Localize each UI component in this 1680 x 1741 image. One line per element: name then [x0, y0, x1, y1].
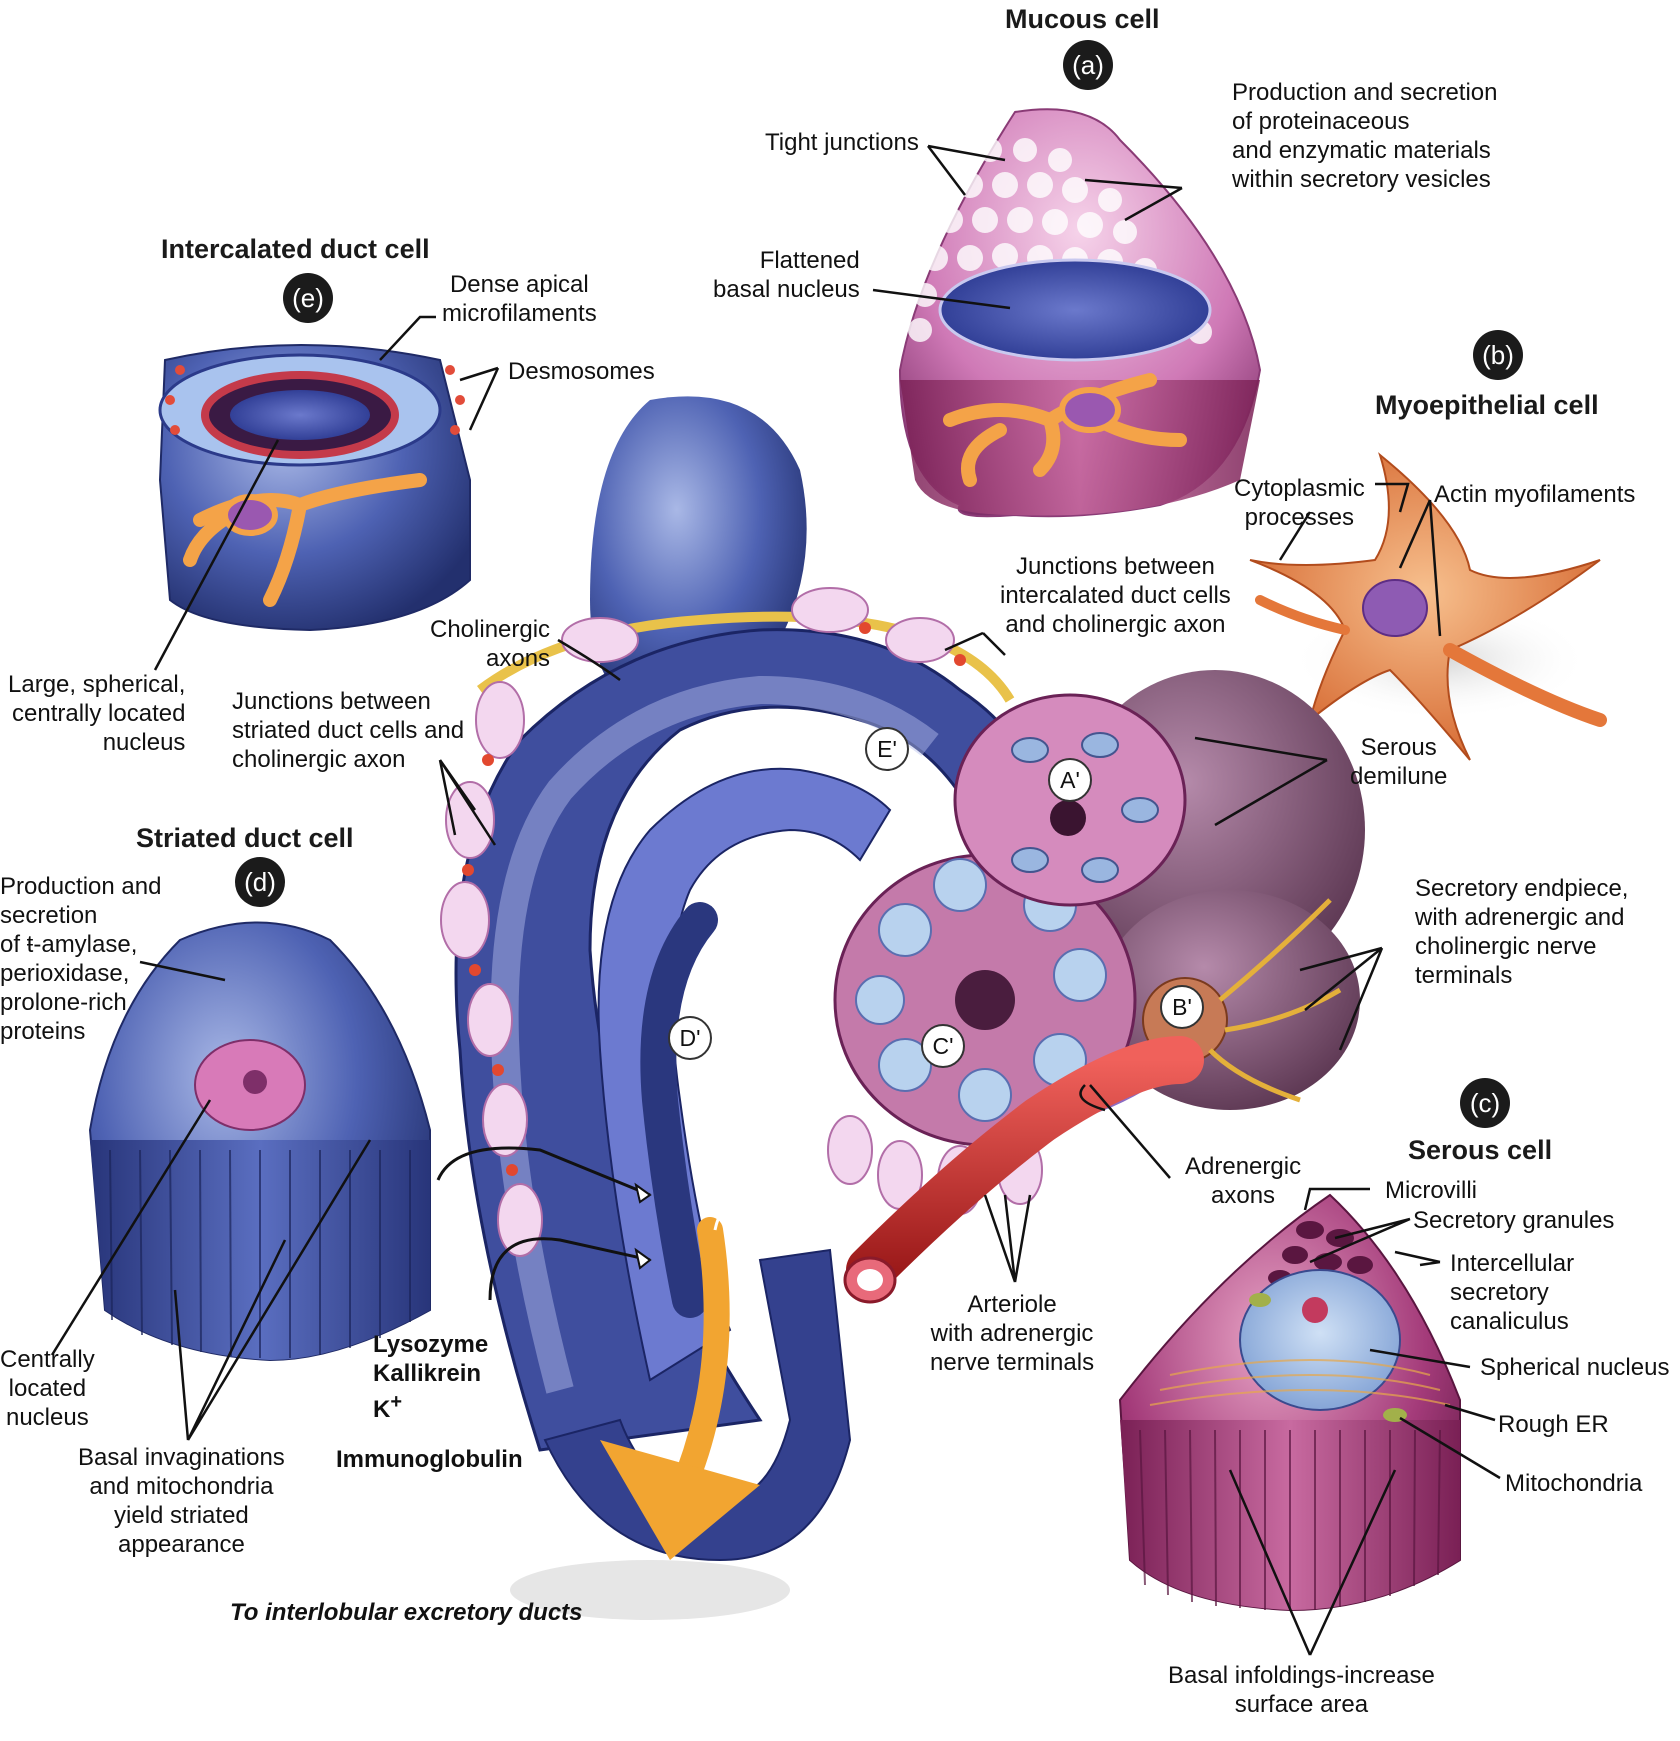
label-dense-apical: Dense apical microfilaments — [442, 271, 597, 327]
marker-a-prime: A' — [1048, 758, 1092, 802]
label-na-text: Na — [744, 1173, 775, 1200]
label-cholinergic-axons: Cholinergic axons — [430, 616, 551, 672]
label-desmosomes: Desmosomes — [508, 358, 655, 385]
leader-lines — [50, 144, 1501, 1656]
label-centrally-located: Centrally located nucleus — [0, 1346, 95, 1431]
mucous-flattened-nucleus — [938, 258, 1212, 362]
badge-e: (e) — [283, 273, 333, 323]
intercalated-duct-cell-illustration — [158, 344, 471, 632]
marker-d-prime: D' — [668, 1016, 712, 1060]
label-cl-superscript: - — [768, 1202, 773, 1219]
label-basal-infoldings: Basal infoldings-increase surface area — [1168, 1662, 1435, 1718]
marker-e-prime: E' — [865, 727, 909, 771]
label-cytoplasmic-processes: Cytoplasmic processes — [1234, 475, 1365, 531]
label-secretory-endpiece: Secretory endpiece, with adrenergic and … — [1415, 875, 1629, 989]
label-spherical-nucleus: Spherical nucleus — [1480, 1354, 1670, 1381]
label-na-ion: Na+ — [744, 1172, 783, 1201]
label-na-superscript: + — [774, 1172, 784, 1189]
myoepithelial-cell-illustration — [1249, 452, 1607, 761]
badge-b: (b) — [1473, 330, 1523, 380]
marker-c-prime: C' — [921, 1024, 965, 1068]
label-microvilli: Microvilli — [1385, 1177, 1477, 1204]
badge-c: (c) — [1460, 1078, 1510, 1128]
label-serous-demilune: Serous demilune — [1350, 734, 1448, 790]
badge-d: (d) — [235, 857, 285, 907]
label-tight-junctions: Tight junctions — [765, 129, 919, 156]
serous-cell-illustration — [1118, 1193, 1461, 1612]
label-flattened-nucleus: Flattened basal nucleus — [713, 247, 860, 303]
label-interlobular: To interlobular excretory ducts — [230, 1599, 583, 1626]
badge-a: (a) — [1063, 40, 1113, 90]
title-intercalated-duct-cell: Intercalated duct cell — [161, 234, 430, 264]
label-lysozyme: Lysozyme Kallikrein K+ — [373, 1330, 488, 1424]
central-gland-illustration — [436, 396, 1365, 1620]
label-mitochondria: Mitochondria — [1505, 1470, 1643, 1497]
title-myoepithelial-cell: Myoepithelial cell — [1375, 390, 1599, 420]
label-production-secretion: Production and secretion of proteinaceou… — [1232, 79, 1498, 193]
label-immunoglobulin: Immunoglobulin — [336, 1446, 523, 1473]
label-k-superscript: + — [390, 1391, 403, 1413]
label-actin-myofilaments: Actin myofilaments — [1434, 481, 1636, 508]
title-mucous-cell: Mucous cell — [1005, 4, 1160, 34]
label-cl-ion: Cl- — [744, 1202, 773, 1231]
label-secretory-granules: Secretory granules — [1413, 1207, 1615, 1234]
title-serous-cell: Serous cell — [1408, 1135, 1553, 1165]
striated-duct-cell-illustration — [88, 921, 431, 1362]
label-production-amylase: Production and secretion of ŧ-amylase, p… — [0, 873, 162, 1045]
label-lysozyme-text: Lysozyme Kallikrein K — [373, 1331, 489, 1423]
label-adrenergic-axons: Adrenergic axons — [1185, 1153, 1302, 1209]
serous-spherical-nucleus — [1239, 1269, 1401, 1411]
marker-b-prime: B' — [1160, 985, 1204, 1029]
label-large-nucleus: Large, spherical, centrally located nucl… — [8, 671, 186, 756]
label-rough-er: Rough ER — [1498, 1411, 1609, 1438]
title-striated-duct-cell: Striated duct cell — [136, 823, 354, 853]
label-basal-invaginations: Basal invaginations and mitochondria yie… — [78, 1444, 285, 1558]
label-intercellular-canaliculus: Intercellular secretory canaliculus — [1450, 1250, 1575, 1335]
label-junctions-striated: Junctions between striated duct cells an… — [232, 688, 465, 773]
mucous-cell-illustration — [898, 108, 1262, 518]
label-cl-text: Cl — [744, 1203, 768, 1230]
label-junctions-intercalated: Junctions between intercalated duct cell… — [1000, 553, 1231, 638]
label-arteriole: Arteriole with adrenergic nerve terminal… — [930, 1291, 1095, 1376]
